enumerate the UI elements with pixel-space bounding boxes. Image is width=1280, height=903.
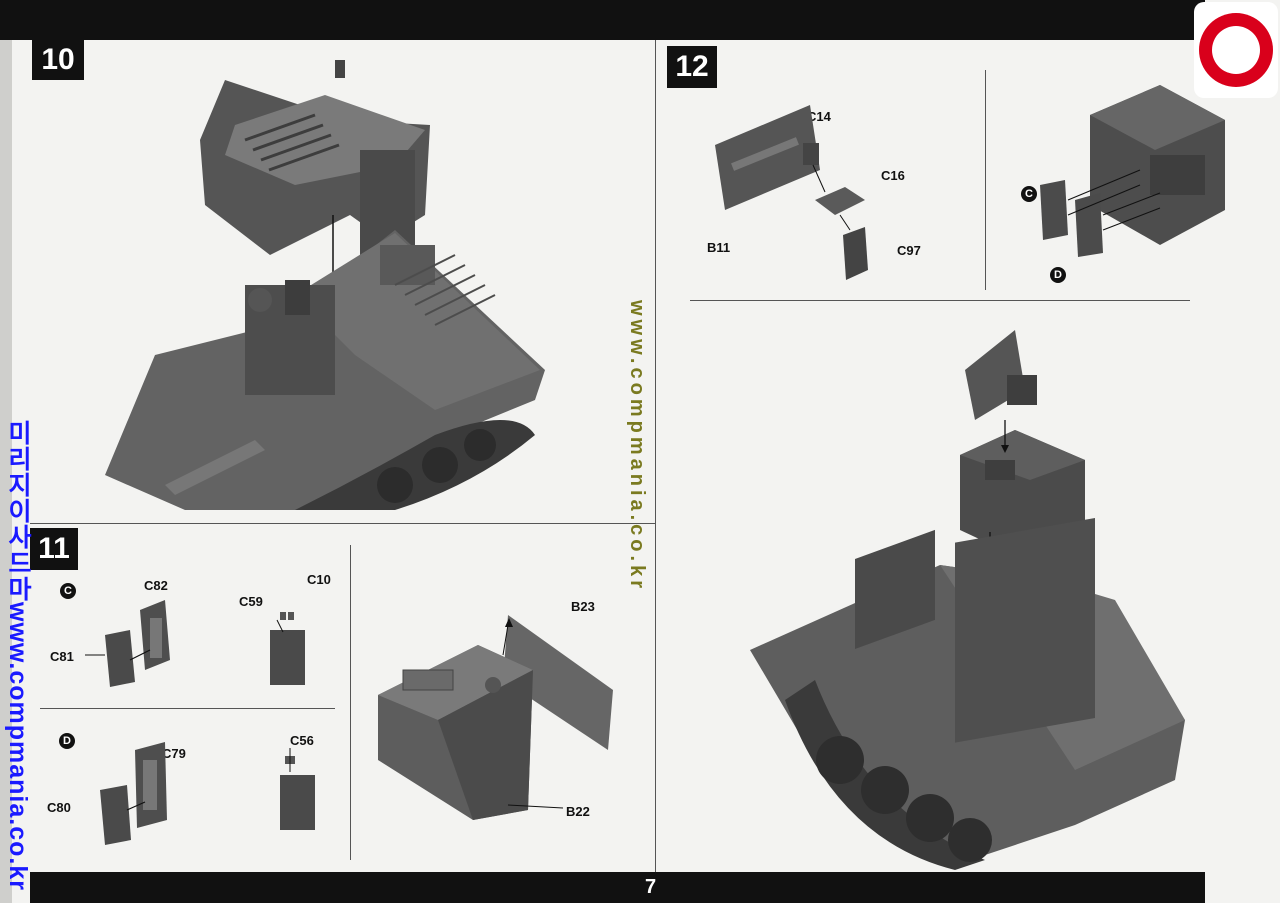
bottom-bar xyxy=(30,872,1205,903)
compmania-logo xyxy=(1194,2,1278,98)
step11-jerrycans-illustration xyxy=(85,600,315,845)
marker-d-step11: D xyxy=(59,733,75,749)
watermark-center: www.compmania.co.kr xyxy=(626,300,648,592)
step11-box-illustration xyxy=(378,615,613,820)
divider-step10-bottom xyxy=(30,523,655,524)
step10-illustration xyxy=(105,60,545,510)
divider-step12-top xyxy=(985,70,986,290)
watermark-right: 드 사진을 허가없이 사용할경우 민형사적 책임을 물을수 있습니다 xyxy=(1238,18,1280,903)
logo-mascot xyxy=(1212,26,1260,74)
label-c82: C82 xyxy=(144,578,168,593)
label-b22: B22 xyxy=(566,804,590,819)
step12-upper-parts-illustration xyxy=(715,105,868,280)
label-c14: C14 xyxy=(807,109,831,124)
marker-c-step12: C xyxy=(1021,186,1037,202)
divider-center-vertical xyxy=(655,40,656,872)
label-c80: C80 xyxy=(47,800,71,815)
step-number-11: 11 xyxy=(30,528,78,570)
marker-d-step12: D xyxy=(1050,267,1066,283)
divider-step12-callout xyxy=(690,300,1190,301)
label-c16: C16 xyxy=(881,168,905,183)
label-b23: B23 xyxy=(571,599,595,614)
label-c79: C79 xyxy=(162,746,186,761)
label-c56: C56 xyxy=(290,733,314,748)
step12-box-cans-illustration xyxy=(1040,85,1225,257)
page-left-edge xyxy=(0,0,12,903)
label-b11: B11 xyxy=(707,240,731,255)
page-number: 7 xyxy=(645,876,657,898)
label-c59: C59 xyxy=(239,594,263,609)
label-c81: C81 xyxy=(50,649,74,664)
watermark-left: 미리지이사드마www.compmania.co.kr xyxy=(4,420,32,891)
label-c97: C97 xyxy=(897,243,921,258)
label-c10: C10 xyxy=(307,572,331,587)
logo-ring xyxy=(1199,13,1273,87)
marker-c-step11: C xyxy=(60,583,76,599)
step12-main-vehicle-illustration xyxy=(750,330,1185,870)
step-number-10: 10 xyxy=(32,40,84,80)
top-bar xyxy=(0,0,1205,40)
step-number-12: 12 xyxy=(667,46,717,88)
divider-step11-inner xyxy=(350,545,351,860)
divider-step11-cd xyxy=(40,708,335,709)
